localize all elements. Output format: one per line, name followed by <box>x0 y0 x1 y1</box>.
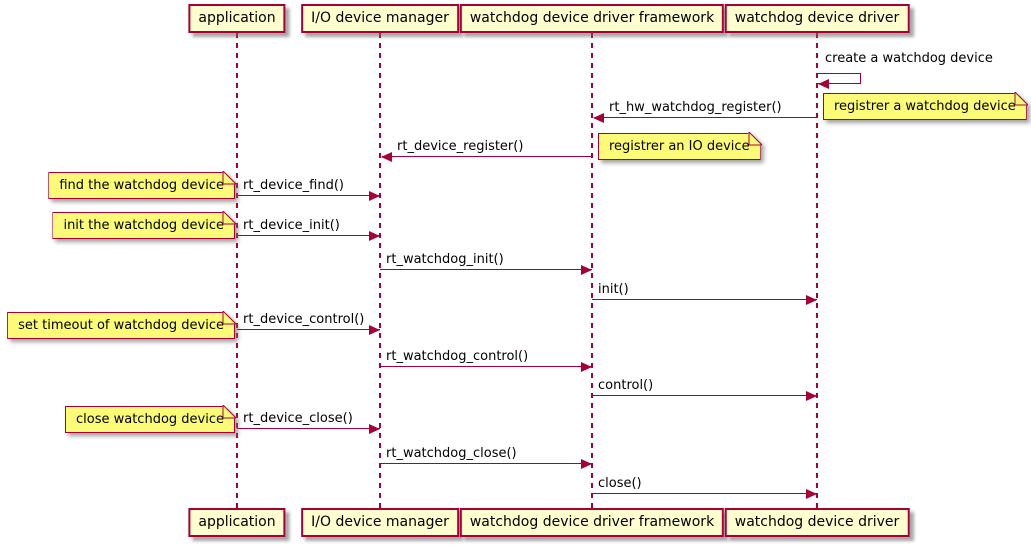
participant-label: application <box>198 10 276 26</box>
participant-label: watchdog device driver framework <box>469 514 715 530</box>
participant-application-top: application <box>188 4 286 33</box>
arrowhead-left-icon <box>818 79 829 89</box>
lifeline-watchdog-framework <box>591 33 593 509</box>
message-rt-device-control: rt_device_control() <box>243 312 365 327</box>
note-text: close watchdog device <box>65 406 235 433</box>
arrowhead-right-icon <box>369 231 380 241</box>
lifeline-io-device-manager <box>379 33 381 509</box>
note-registrer-an-io-device: registrer an IO device <box>598 132 762 160</box>
lifeline-application <box>236 33 238 509</box>
message-line <box>594 117 817 118</box>
arrowhead-right-icon <box>806 295 817 305</box>
message-init: init() <box>598 282 629 297</box>
note-fold-icon <box>222 405 236 419</box>
lifeline-watchdog-driver <box>816 33 818 509</box>
participant-label: application <box>198 514 276 530</box>
note-fold-icon <box>748 132 762 146</box>
message-line <box>237 428 380 429</box>
arrowhead-right-icon <box>581 265 592 275</box>
participant-watchdog-driver-top: watchdog device driver <box>724 4 910 33</box>
note-text: registrer an IO device <box>598 133 761 160</box>
message-rt-hw-watchdog-register: rt_hw_watchdog_register() <box>609 100 782 115</box>
arrowhead-right-icon <box>369 424 380 434</box>
message-line <box>237 329 380 330</box>
message-rt-device-register: rt_device_register() <box>397 139 524 154</box>
self-message-loop <box>817 73 861 84</box>
message-rt-device-close: rt_device_close() <box>243 411 353 426</box>
arrowhead-left-icon <box>381 152 392 162</box>
note-find-the-watchdog-device: find the watchdog device <box>48 171 236 199</box>
message-line <box>592 299 817 300</box>
note-fold-icon <box>222 311 236 325</box>
message-line <box>592 395 817 396</box>
arrowhead-right-icon <box>369 325 380 335</box>
message-control: control() <box>598 378 654 393</box>
participant-watchdog-driver-bottom: watchdog device driver <box>724 508 910 537</box>
message-line <box>237 195 380 196</box>
participant-io-device-manager-top: I/O device manager <box>301 4 459 33</box>
message-line <box>380 366 592 367</box>
arrowhead-right-icon <box>806 489 817 499</box>
arrowhead-right-icon <box>369 191 380 201</box>
participant-label: watchdog device driver <box>734 10 900 26</box>
message-line <box>592 493 817 494</box>
participant-watchdog-framework-bottom: watchdog device driver framework <box>459 508 725 537</box>
message-line <box>380 269 592 270</box>
self-message-label: create a watchdog device <box>825 51 993 66</box>
message-rt-watchdog-control: rt_watchdog_control() <box>386 349 529 364</box>
note-registrer-a-watchdog-device: registrer a watchdog device <box>823 92 1028 120</box>
message-rt-device-init: rt_device_init() <box>243 218 340 233</box>
participant-application-bottom: application <box>188 508 286 537</box>
note-init-the-watchdog-device: init the watchdog device <box>52 211 236 239</box>
message-line <box>382 156 592 157</box>
message-line <box>380 463 592 464</box>
note-set-timeout-of-watchdog-device: set timeout of watchdog device <box>7 311 236 339</box>
message-close: close() <box>598 476 642 491</box>
participant-label: watchdog device driver <box>734 514 900 530</box>
note-text: init the watchdog device <box>52 212 235 239</box>
participant-label: I/O device manager <box>311 10 449 26</box>
message-rt-watchdog-init: rt_watchdog_init() <box>386 252 504 267</box>
note-text: registrer a watchdog device <box>823 93 1027 120</box>
arrowhead-right-icon <box>581 459 592 469</box>
arrowhead-right-icon <box>806 391 817 401</box>
note-fold-icon <box>222 211 236 225</box>
message-rt-device-find: rt_device_find() <box>243 178 344 193</box>
arrowhead-right-icon <box>581 362 592 372</box>
message-line <box>237 235 380 236</box>
note-text: set timeout of watchdog device <box>7 312 235 339</box>
note-fold-icon <box>1014 92 1028 106</box>
message-rt-watchdog-close: rt_watchdog_close() <box>386 446 517 461</box>
note-close-watchdog-device: close watchdog device <box>65 405 236 433</box>
participant-io-device-manager-bottom: I/O device manager <box>301 508 459 537</box>
note-fold-icon <box>222 171 236 185</box>
participant-label: watchdog device driver framework <box>469 10 715 26</box>
note-text: find the watchdog device <box>48 172 235 199</box>
arrowhead-left-icon <box>593 113 604 123</box>
participant-watchdog-framework-top: watchdog device driver framework <box>459 4 725 33</box>
participant-label: I/O device manager <box>311 514 449 530</box>
